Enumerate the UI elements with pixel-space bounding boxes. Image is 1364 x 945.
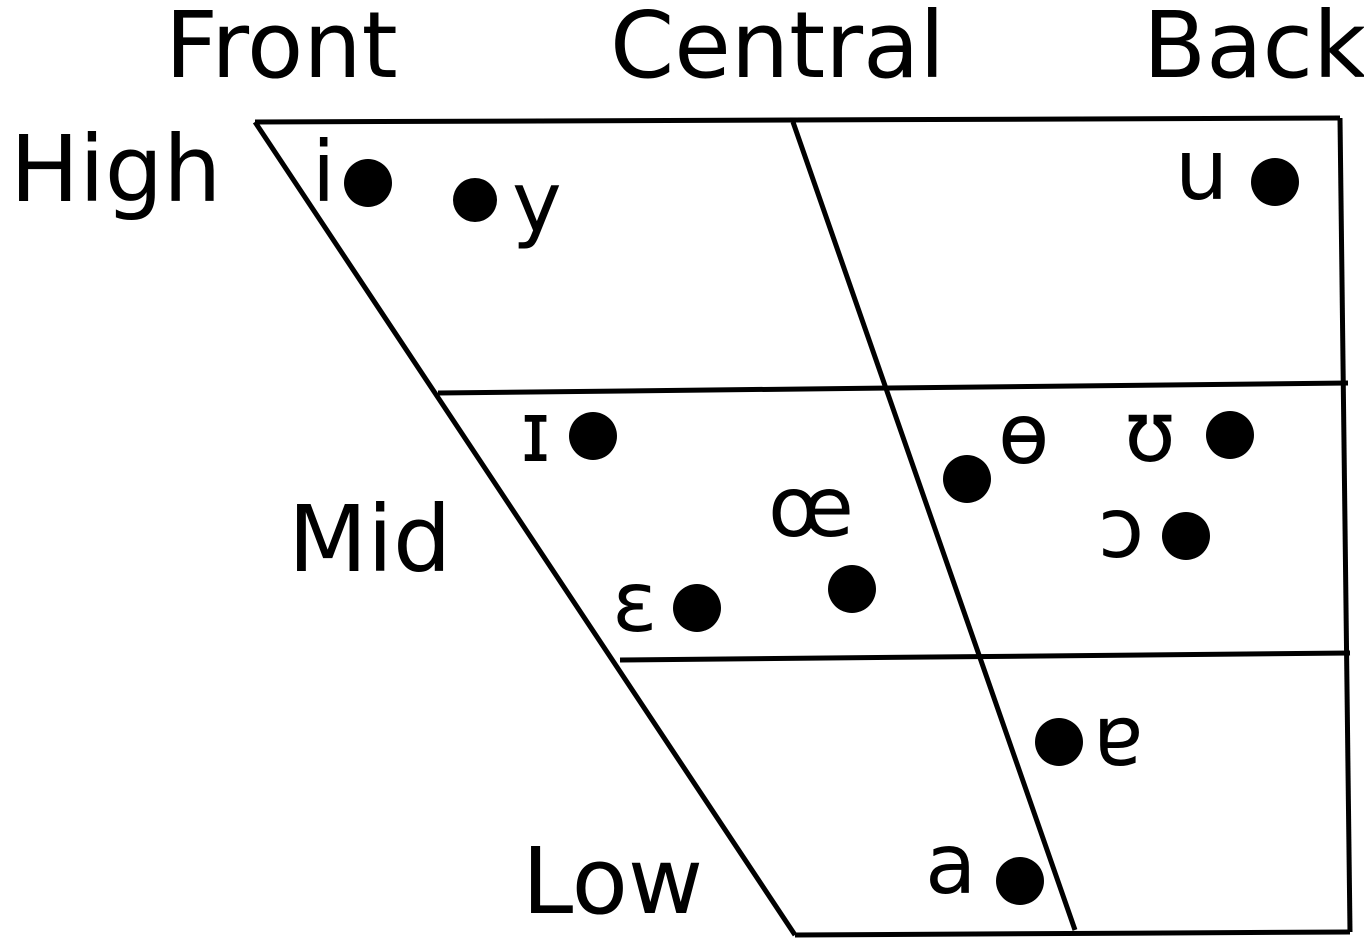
vowel-symbol-open-o: ɔ bbox=[1098, 479, 1145, 577]
vowel-symbol-near-close-front: ɪ bbox=[520, 383, 552, 481]
dot-near-close-front bbox=[569, 412, 617, 460]
front-diagonal-edge bbox=[252, 120, 798, 937]
column-label-front: Front bbox=[165, 0, 398, 99]
dot-i bbox=[344, 159, 392, 207]
row-label-low: Low bbox=[522, 828, 704, 935]
vowel-symbol-oe: œ bbox=[768, 458, 854, 556]
central-divider bbox=[790, 121, 1078, 931]
vowel-symbol-y: y bbox=[512, 153, 562, 251]
column-label-central: Central bbox=[610, 0, 945, 99]
vowel-symbol-i: i bbox=[312, 123, 336, 221]
dot-turned-a bbox=[1035, 718, 1083, 766]
vowel-symbol-epsilon: ɛ bbox=[612, 553, 658, 651]
vowel-trapezoid bbox=[252, 115, 1353, 938]
dot-a bbox=[996, 857, 1044, 905]
vowel-symbol-a: a bbox=[925, 815, 977, 913]
dot-barred-o bbox=[943, 455, 991, 503]
dot-oe bbox=[828, 565, 876, 613]
dot-upsilon bbox=[1206, 411, 1254, 459]
right-edge bbox=[1337, 117, 1353, 933]
dot-y bbox=[453, 178, 497, 222]
vowel-symbol-turned-a: ɐ bbox=[1093, 687, 1144, 785]
dot-epsilon bbox=[673, 584, 721, 632]
dot-u bbox=[1251, 158, 1299, 206]
vowel-symbol-barred-o: ɵ bbox=[998, 385, 1050, 483]
high-mid-divider bbox=[437, 380, 1349, 396]
column-label-back: Back bbox=[1143, 0, 1364, 99]
row-label-high: High bbox=[10, 116, 222, 223]
mid-low-divider bbox=[619, 650, 1351, 663]
vowel-symbol-u: u bbox=[1175, 121, 1229, 219]
dot-open-o bbox=[1162, 512, 1210, 560]
row-label-mid: Mid bbox=[288, 486, 452, 593]
vowel-dots bbox=[344, 158, 1299, 905]
top-edge bbox=[254, 115, 1341, 125]
vowel-symbol-upsilon: ʊ bbox=[1124, 383, 1176, 481]
bottom-edge bbox=[794, 929, 1351, 938]
